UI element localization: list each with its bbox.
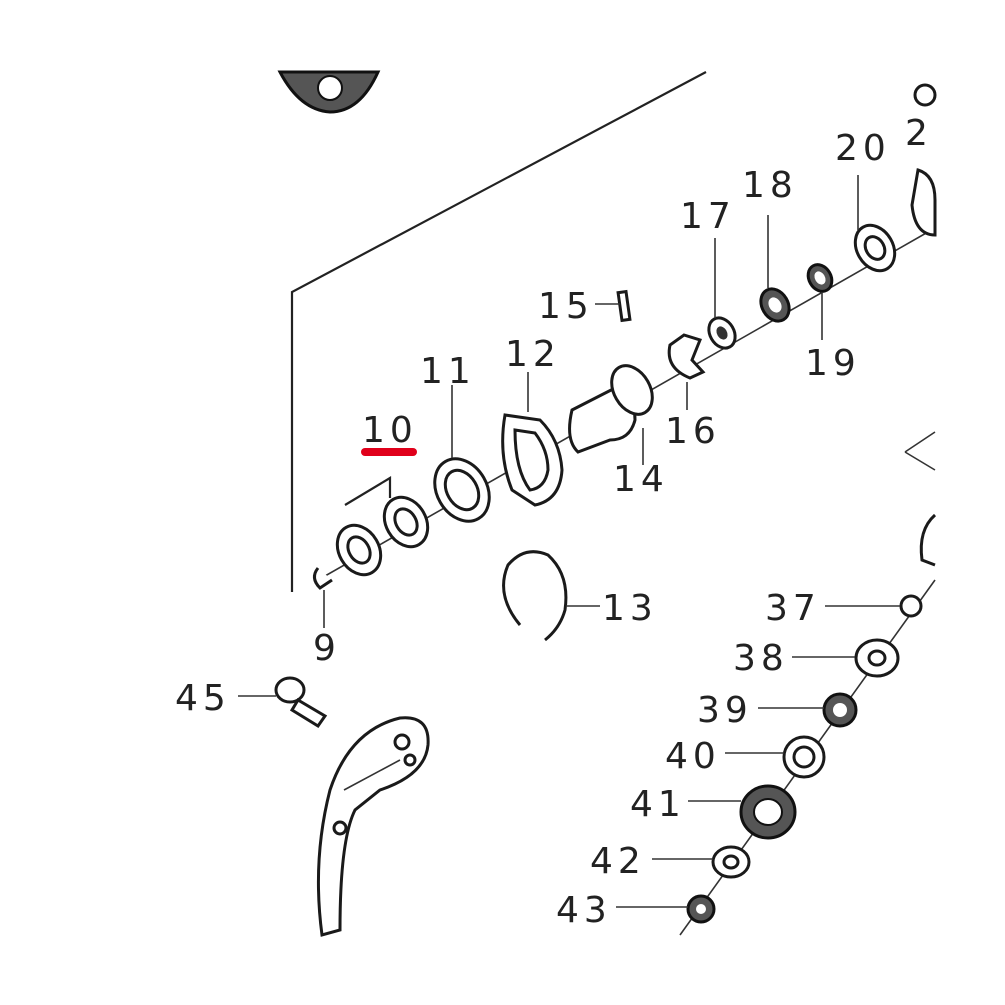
part-40-bushing xyxy=(725,735,826,779)
part-38-washer xyxy=(792,638,900,678)
part-9-clip xyxy=(313,567,333,628)
label-18: 18 xyxy=(742,165,798,206)
label-9: 9 xyxy=(313,628,341,669)
label-11: 11 xyxy=(420,351,476,392)
part-39-bearing xyxy=(758,692,858,728)
part-10-washer-a xyxy=(335,523,383,577)
label-37: 37 xyxy=(765,588,821,629)
lever-arm xyxy=(316,716,430,937)
label-39: 39 xyxy=(697,690,753,731)
right-edge-part xyxy=(904,83,937,567)
part-10-washer-b xyxy=(382,495,430,549)
label-12: 12 xyxy=(505,334,561,375)
part-37-washer xyxy=(825,594,923,618)
part-12-bracket xyxy=(501,372,564,507)
label-40: 40 xyxy=(665,736,721,777)
panel-outline xyxy=(290,71,707,592)
top-gear-part xyxy=(277,70,381,114)
label-15: 15 xyxy=(538,286,594,327)
part-15-pin xyxy=(595,289,632,323)
part-42-washer xyxy=(652,845,751,879)
label-38: 38 xyxy=(733,638,789,679)
label-42: 42 xyxy=(590,841,646,882)
label-41: 41 xyxy=(630,784,686,825)
part-16-eclip xyxy=(667,333,706,410)
part-13-spring xyxy=(502,550,600,642)
part-43-bearing xyxy=(616,894,716,924)
label-45: 45 xyxy=(175,678,231,719)
label-20: 20 xyxy=(835,128,891,169)
label-2: 2 xyxy=(905,113,933,154)
part-18-bearing xyxy=(759,215,791,323)
label-13: 13 xyxy=(602,588,658,629)
part-45-screw xyxy=(238,676,328,729)
label-16: 16 xyxy=(665,411,721,452)
label-10: 10 xyxy=(362,410,418,451)
label-43: 43 xyxy=(556,890,612,931)
label-19: 19 xyxy=(805,343,861,384)
label-17: 17 xyxy=(680,196,736,237)
part-14-hub xyxy=(568,364,654,465)
label-14: 14 xyxy=(613,459,669,500)
part-11-ring xyxy=(433,385,491,523)
part-19-bearing xyxy=(806,263,834,340)
part-41-seal xyxy=(688,784,797,840)
part-10-leader xyxy=(344,476,392,506)
part-20-bushing xyxy=(853,175,897,273)
part-17-washer xyxy=(707,238,737,350)
